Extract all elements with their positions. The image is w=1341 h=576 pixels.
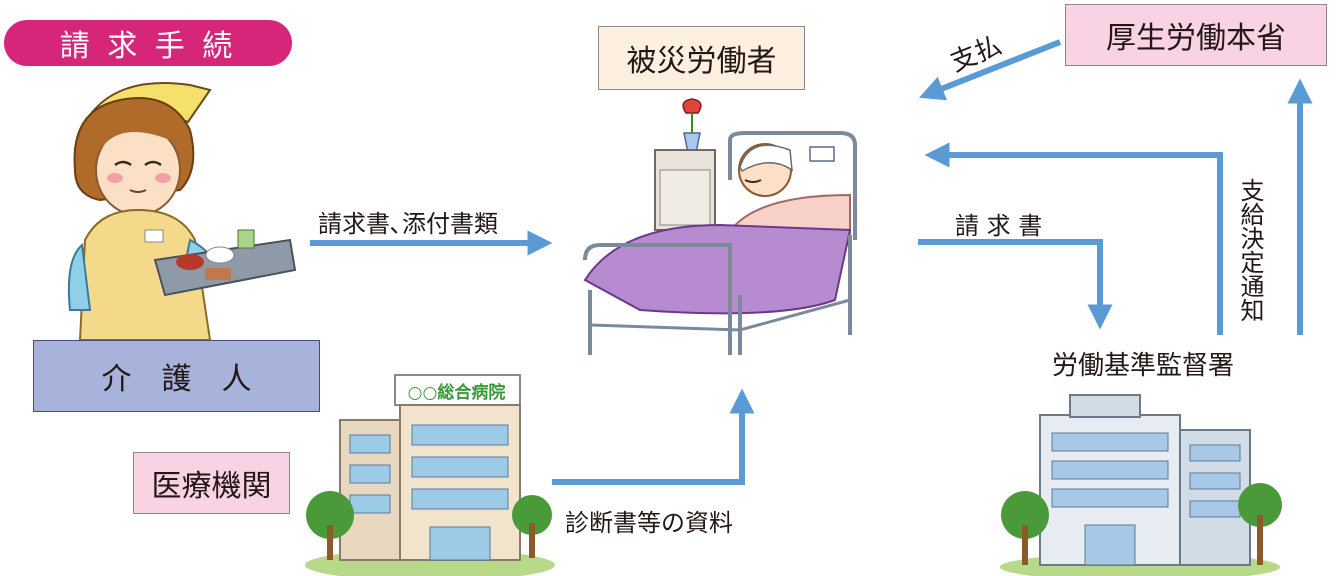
- claim-docs-label: 請求書､添付書類: [318, 210, 498, 238]
- title-badge: 請 求 手 続: [4, 20, 292, 66]
- arrow-payment: [918, 39, 1062, 101]
- title-badge-text: 請 求 手 続: [59, 29, 237, 64]
- labor-office-label: 労働基準監督署: [1052, 351, 1235, 381]
- labor-office-illustration: [1000, 394, 1282, 576]
- medical-institution-box: 医療機関: [133, 452, 290, 514]
- arrow-claim-form: [918, 239, 1113, 330]
- ministry-label: 厚生労働本省: [1106, 21, 1286, 56]
- caregiver-box: 介 護 人: [33, 340, 320, 412]
- hospital-sign: ○○総合病院: [407, 383, 506, 403]
- medical-institution-label: 医療機関: [151, 469, 272, 504]
- decision-notice-label: 支給決定通知: [1236, 178, 1264, 322]
- victim-box: 被災労働者: [598, 26, 805, 90]
- victim-label: 被災労働者: [626, 44, 777, 79]
- diagnosis-label: 診断書等の資料: [565, 509, 733, 537]
- claim-form-label: 請 求 書: [955, 212, 1043, 240]
- caregiver-label: 介 護 人: [101, 362, 252, 397]
- arrow-diagnosis: [552, 388, 755, 485]
- hospital-illustration: [305, 374, 555, 576]
- caregiver-illustration: [67, 82, 297, 340]
- patient-bed-illustration: [583, 98, 857, 355]
- arrow-decision-to-victim: [924, 142, 1223, 335]
- ministry-box: 厚生労働本省: [1065, 4, 1327, 66]
